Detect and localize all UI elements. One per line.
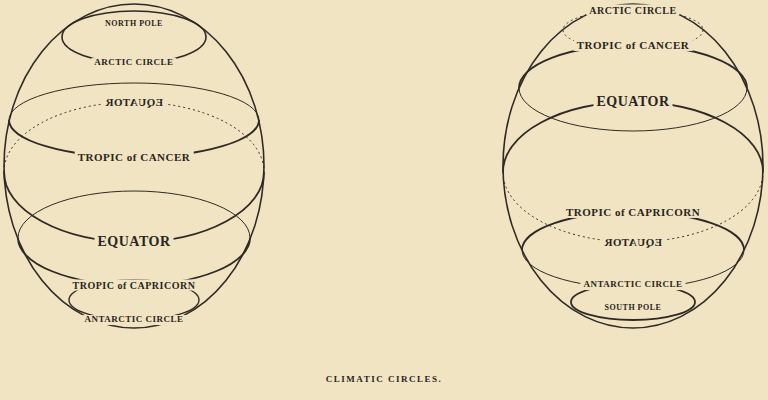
circle-label: ARCTIC CIRCLE <box>91 58 176 68</box>
circle-label: EQUATOR <box>95 234 174 249</box>
circle-label: ARCTIC CIRCLE <box>586 5 679 16</box>
equator-front <box>4 172 264 242</box>
circle-label: TROPIC of CANCER <box>574 39 693 51</box>
circle-label: SOUTH POLE <box>602 304 665 313</box>
antarctic-circle <box>69 280 199 320</box>
circle-label: EQUATOR <box>102 96 166 108</box>
equator-back <box>4 102 264 172</box>
globe-outline <box>503 4 763 328</box>
arctic-circle <box>62 11 206 63</box>
tropic-back <box>9 83 259 120</box>
circle-label: NORTH POLE <box>102 20 166 29</box>
tropic-front <box>519 45 747 88</box>
tropic-back <box>18 191 250 238</box>
tropic-back <box>519 88 747 131</box>
circle-label: ANTARCTIC CIRCLE <box>81 315 186 325</box>
circle-label: EQUATOR <box>594 94 673 109</box>
circle-label: ANTARCTIC CIRCLE <box>580 280 685 290</box>
equator-front <box>503 102 763 172</box>
globe-outline <box>4 4 264 328</box>
circle-label: TROPIC of CANCER <box>75 151 194 163</box>
circle-label: TROPIC of CAPRICORN <box>563 206 703 218</box>
circle-label: TROPIC of CAPRICORN <box>70 280 199 291</box>
figure-caption: CLIMATIC CIRCLES. <box>323 375 445 385</box>
circle-label: EQUATOR <box>601 236 665 248</box>
equator-back <box>503 172 763 242</box>
